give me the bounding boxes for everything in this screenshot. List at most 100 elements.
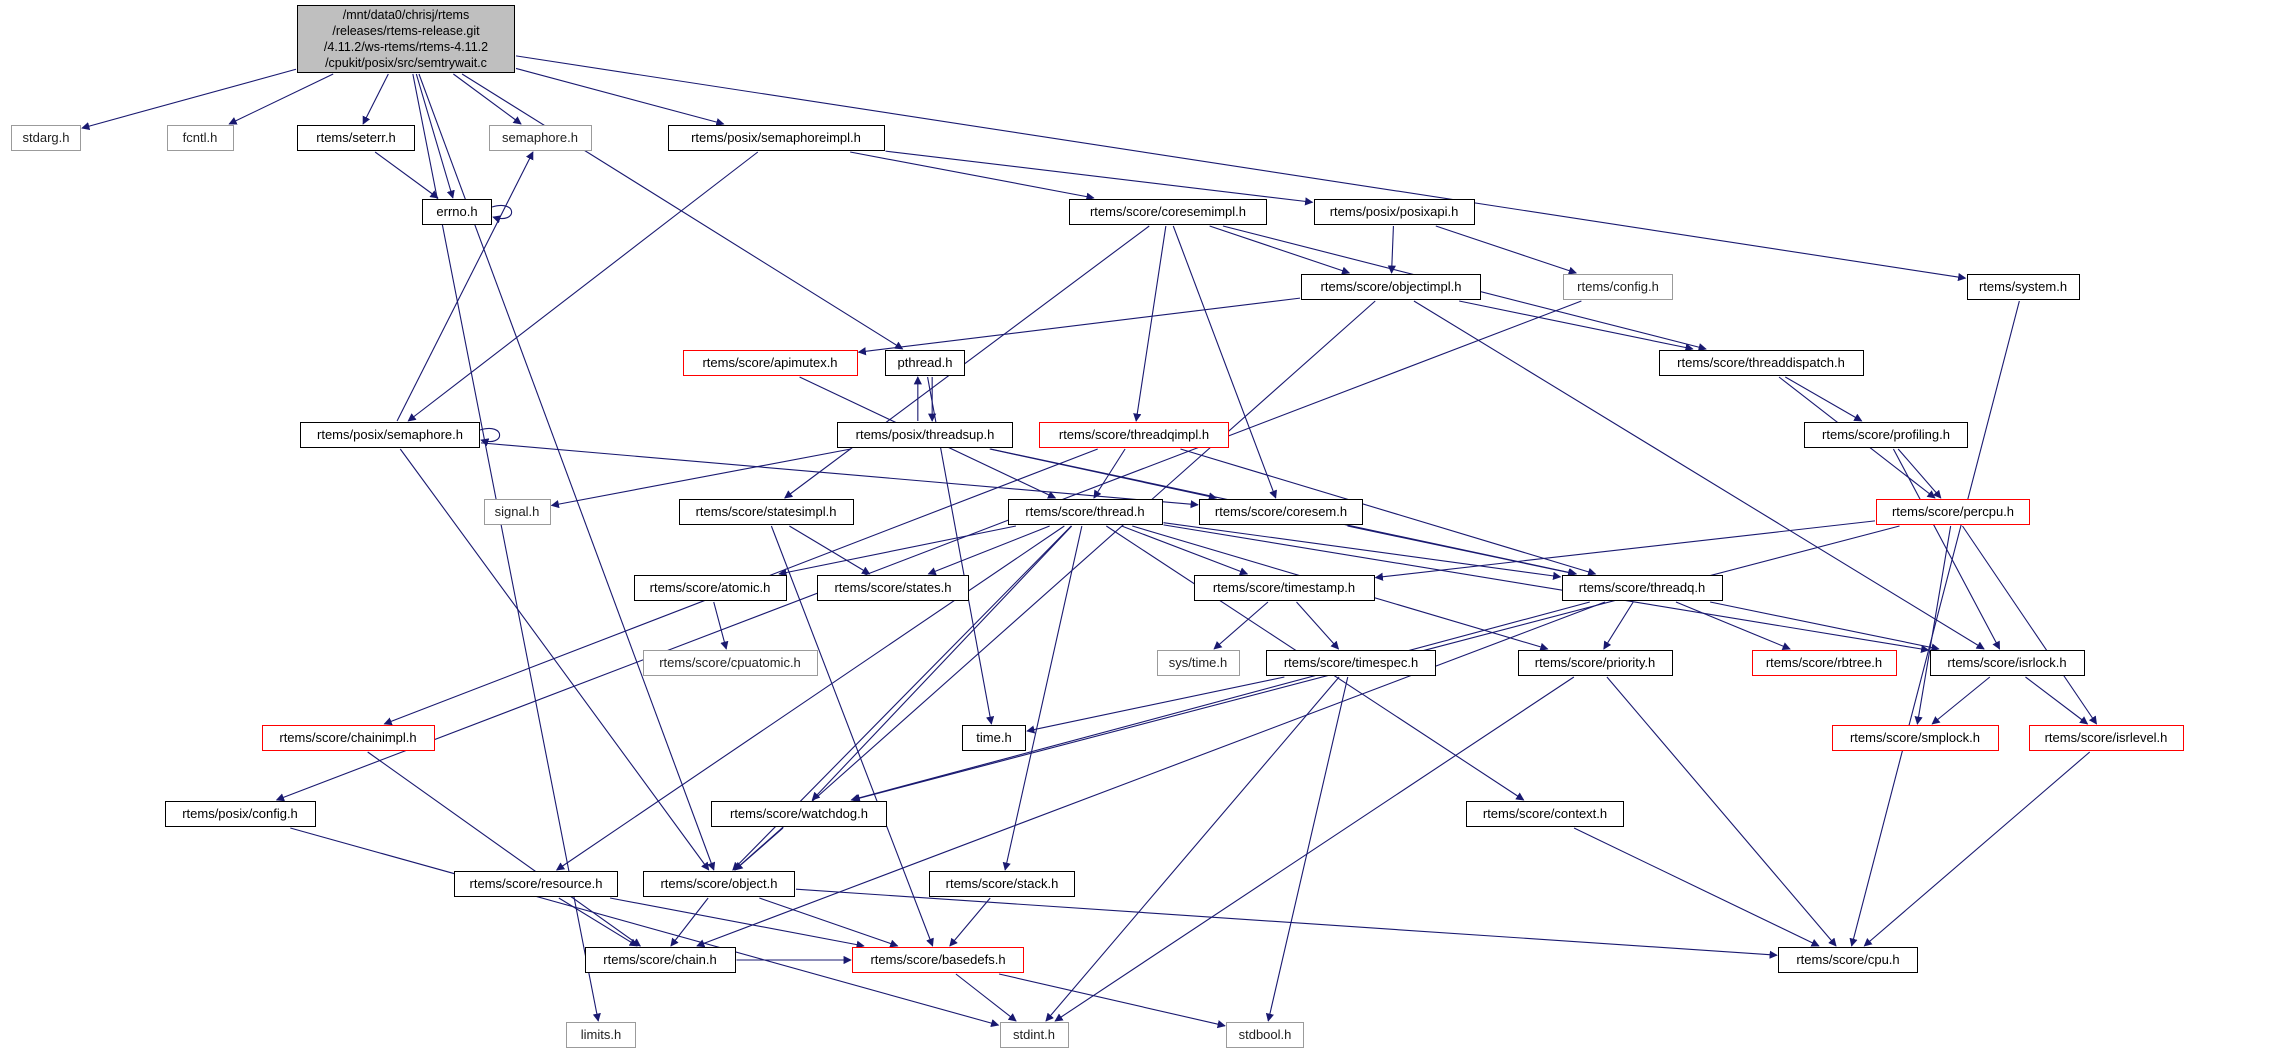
graph-node-label: rtems/score/priority.h xyxy=(1534,654,1656,670)
include-edge-atomic-to-cpuatomic xyxy=(713,601,729,650)
include-edge-percpu-to-smplock xyxy=(1914,525,1952,725)
include-edge-chainimpl-to-chain xyxy=(367,751,641,947)
graph-node-label: rtems/score/coresem.h xyxy=(1214,503,1348,519)
graph-node-stdint[interactable]: stdint.h xyxy=(999,1022,1069,1048)
graph-node-chain[interactable]: rtems/score/chain.h xyxy=(584,947,736,973)
graph-node-threadqimpl[interactable]: rtems/score/threadqimpl.h xyxy=(1039,422,1229,448)
graph-node-label: rtems/score/stack.h xyxy=(945,875,1059,891)
graph-node-threadq[interactable]: rtems/score/threadq.h xyxy=(1561,575,1723,601)
graph-node-stack[interactable]: rtems/score/stack.h xyxy=(929,871,1075,897)
graph-node-label: rtems/posix/semaphore.h xyxy=(317,426,463,442)
graph-node-coresem[interactable]: rtems/score/coresem.h xyxy=(1199,499,1363,525)
graph-node-threaddispatch[interactable]: rtems/score/threaddispatch.h xyxy=(1658,350,1864,376)
graph-node-fcntl[interactable]: fcntl.h xyxy=(166,125,234,151)
graph-node-label: rtems/score/percpu.h xyxy=(1891,503,2015,519)
graph-node-statesimpl[interactable]: rtems/score/statesimpl.h xyxy=(678,499,854,525)
graph-node-resource[interactable]: rtems/score/resource.h xyxy=(454,871,618,897)
graph-node-atomic[interactable]: rtems/score/atomic.h xyxy=(633,575,787,601)
graph-node-label: rtems/score/rbtree.h xyxy=(1765,654,1883,670)
graph-node-pconfig[interactable]: rtems/posix/config.h xyxy=(164,801,316,827)
include-edge-watchdog-to-object xyxy=(734,827,784,871)
graph-node-label: stdint.h xyxy=(1013,1026,1055,1042)
graph-node-label: semaphore.h xyxy=(502,129,578,145)
include-edge-threadq-to-rbtree xyxy=(1675,601,1791,650)
graph-node-config[interactable]: rtems/config.h xyxy=(1563,274,1673,300)
graph-node-objectimpl[interactable]: rtems/score/objectimpl.h xyxy=(1301,274,1481,300)
graph-node-threadsup[interactable]: rtems/posix/threadsup.h xyxy=(837,422,1013,448)
include-edge-isrlock-to-isrlevel xyxy=(2025,676,2089,725)
graph-node-profiling[interactable]: rtems/score/profiling.h xyxy=(1804,422,1968,448)
graph-node-label: pthread.h xyxy=(897,354,953,370)
graph-node-timespec[interactable]: rtems/score/timespec.h xyxy=(1266,650,1436,676)
graph-node-percpu[interactable]: rtems/score/percpu.h xyxy=(1876,499,2030,525)
include-edge-pconfig-to-stdint xyxy=(290,827,1000,1028)
include-edge-context-to-cpu xyxy=(1573,827,1820,947)
graph-node-semaphore[interactable]: semaphore.h xyxy=(488,125,592,151)
include-edge-psem-to-semaphore xyxy=(396,151,534,422)
graph-node-object[interactable]: rtems/score/object.h xyxy=(643,871,795,897)
graph-node-apimutex[interactable]: rtems/score/apimutex.h xyxy=(682,350,858,376)
graph-node-label: rtems/score/atomic.h xyxy=(649,579,771,595)
include-edge-coresemimpl-to-coresem xyxy=(1172,225,1277,499)
graph-node-label: rtems/score/statesimpl.h xyxy=(695,503,837,519)
include-edge-semimpl-to-psem xyxy=(407,151,759,422)
include-edge-threadqimpl-to-threadq xyxy=(1180,448,1597,576)
include-edge-isrlock-to-smplock xyxy=(1931,676,1991,725)
graph-node-isrlevel[interactable]: rtems/score/isrlevel.h xyxy=(2028,725,2184,751)
graph-node-pthread[interactable]: pthread.h xyxy=(885,350,965,376)
graph-node-system[interactable]: rtems/system.h xyxy=(1966,274,2080,300)
graph-node-psem[interactable]: rtems/posix/semaphore.h xyxy=(300,422,480,448)
graph-node-posixapi[interactable]: rtems/posix/posixapi.h xyxy=(1313,199,1475,225)
include-edge-objectimpl-to-isrlock xyxy=(1413,300,1985,650)
graph-node-timestamp[interactable]: rtems/score/timestamp.h xyxy=(1193,575,1375,601)
include-edge-thread-to-stack xyxy=(1002,525,1083,871)
include-edge-root-to-semimpl xyxy=(515,67,725,127)
graph-node-states[interactable]: rtems/score/states.h xyxy=(817,575,969,601)
graph-node-smplock[interactable]: rtems/score/smplock.h xyxy=(1831,725,1999,751)
graph-node-coresemimpl[interactable]: rtems/score/coresemimpl.h xyxy=(1069,199,1267,225)
graph-node-watchdog[interactable]: rtems/score/watchdog.h xyxy=(711,801,887,827)
graph-node-label: rtems/score/coresemimpl.h xyxy=(1089,203,1247,219)
include-edge-seterr-to-errno xyxy=(374,151,439,199)
graph-node-semimpl[interactable]: rtems/posix/semaphoreimpl.h xyxy=(667,125,885,151)
graph-node-chainimpl[interactable]: rtems/score/chainimpl.h xyxy=(261,725,435,751)
graph-node-context[interactable]: rtems/score/context.h xyxy=(1466,801,1624,827)
graph-node-time[interactable]: time.h xyxy=(962,725,1026,751)
include-edge-timespec-to-time xyxy=(1026,676,1285,734)
graph-node-label: rtems/score/isrlevel.h xyxy=(2044,729,2168,745)
include-edge-priority-to-cpu xyxy=(1606,676,1837,947)
graph-node-limits[interactable]: limits.h xyxy=(566,1022,636,1048)
graph-node-label: rtems/score/isrlock.h xyxy=(1947,654,2067,670)
graph-node-stdbool[interactable]: stdbool.h xyxy=(1226,1022,1304,1048)
graph-node-seterr[interactable]: rtems/seterr.h xyxy=(297,125,415,151)
graph-node-label: rtems/seterr.h xyxy=(316,129,396,145)
graph-node-basedefs[interactable]: rtems/score/basedefs.h xyxy=(852,947,1024,973)
graph-node-priority[interactable]: rtems/score/priority.h xyxy=(1517,650,1673,676)
graph-node-cpuatomic[interactable]: rtems/score/cpuatomic.h xyxy=(642,650,818,676)
graph-node-systime[interactable]: sys/time.h xyxy=(1156,650,1240,676)
include-edge-thread-to-atomic xyxy=(778,525,1017,577)
include-edge-profiling-to-percpu xyxy=(1897,448,1942,499)
include-edge-root-to-system xyxy=(515,55,1967,282)
graph-node-label: rtems/score/smplock.h xyxy=(1849,729,1981,745)
include-edge-object-to-chain xyxy=(670,897,709,947)
graph-node-signal[interactable]: signal.h xyxy=(483,499,551,525)
graph-node-isrlock[interactable]: rtems/score/isrlock.h xyxy=(1929,650,2085,676)
graph-node-stdarg[interactable]: stdarg.h xyxy=(11,125,81,151)
graph-node-thread[interactable]: rtems/score/thread.h xyxy=(1007,499,1163,525)
graph-node-label: rtems/score/threaddispatch.h xyxy=(1677,354,1845,370)
graph-node-label: /releases/rtems-release.git xyxy=(332,23,480,38)
include-edge-thread-to-isrlock xyxy=(1163,524,1930,654)
include-edge-stack-to-basedefs xyxy=(949,897,991,947)
include-edge-timestamp-to-timespec xyxy=(1296,601,1340,650)
graph-node-rbtree[interactable]: rtems/score/rbtree.h xyxy=(1751,650,1897,676)
graph-node-label: rtems/score/threadq.h xyxy=(1578,579,1706,595)
graph-node-cpu[interactable]: rtems/score/cpu.h xyxy=(1778,947,1918,973)
include-edge-threadqimpl-to-thread xyxy=(1093,448,1126,499)
include-edge-semimpl-to-coresemimpl xyxy=(850,151,1095,201)
graph-node-label: rtems/score/chainimpl.h xyxy=(279,729,417,745)
graph-node-label: rtems/score/resource.h xyxy=(469,875,603,891)
graph-node-errno[interactable]: errno.h xyxy=(422,199,492,225)
graph-node-label: sys/time.h xyxy=(1168,654,1228,670)
